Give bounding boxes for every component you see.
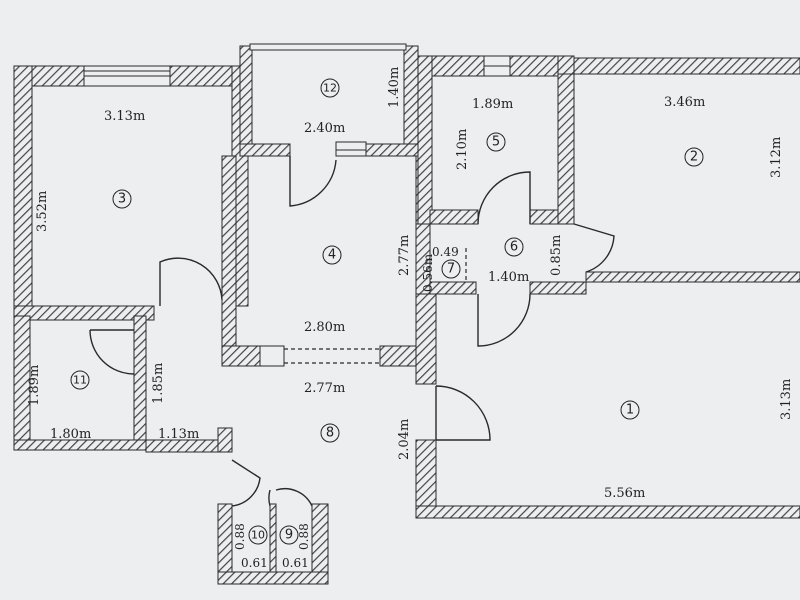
svg-text:0.88: 0.88 <box>233 523 247 550</box>
svg-text:1.80m: 1.80m <box>50 427 91 442</box>
svg-text:3.46m: 3.46m <box>664 95 705 110</box>
hall-width-label: 1.85m <box>151 363 166 404</box>
svg-text:0.49: 0.49 <box>432 245 459 259</box>
svg-text:11: 11 <box>73 374 87 387</box>
walls <box>13 45 800 585</box>
svg-text:1.40m: 1.40m <box>488 270 529 285</box>
room-9: 9 0.88 0.61 <box>279 523 311 570</box>
svg-text:10: 10 <box>251 529 265 542</box>
room-4: 4 2.80m 2.77m <box>304 235 412 335</box>
room-7: 7 0.49 0.56m <box>421 245 461 292</box>
svg-text:1.40m: 1.40m <box>387 67 402 108</box>
svg-text:5.56m: 5.56m <box>604 486 645 501</box>
svg-text:3: 3 <box>118 192 126 207</box>
svg-text:9: 9 <box>285 528 293 543</box>
svg-text:2.04m: 2.04m <box>397 419 412 460</box>
svg-text:2.80m: 2.80m <box>304 320 345 335</box>
room-5: 5 1.89m 2.10m <box>455 97 513 170</box>
svg-text:2.77m: 2.77m <box>304 381 345 396</box>
svg-text:0.85m: 0.85m <box>549 235 564 276</box>
svg-text:3.13m: 3.13m <box>104 109 145 124</box>
hall-dimensions: 1.85m 1.13m <box>151 363 199 442</box>
svg-text:0.56m: 0.56m <box>421 253 435 292</box>
svg-text:2.10m: 2.10m <box>455 129 470 170</box>
svg-text:0.61: 0.61 <box>282 556 309 570</box>
svg-text:3.12m: 3.12m <box>769 137 784 178</box>
room-2: 2 3.46m 3.12m <box>664 95 784 178</box>
svg-text:1: 1 <box>626 403 634 418</box>
svg-text:1.89m: 1.89m <box>472 97 513 112</box>
svg-text:6: 6 <box>510 240 518 255</box>
svg-text:3.52m: 3.52m <box>35 191 50 232</box>
svg-text:3.13m: 3.13m <box>779 379 794 420</box>
dashed-openings <box>284 248 467 364</box>
windows <box>83 43 511 367</box>
svg-text:0.88: 0.88 <box>297 523 311 550</box>
svg-text:8: 8 <box>326 426 334 441</box>
room-3: 3 3.13m 3.52m <box>35 109 145 232</box>
hall-bottom-label: 1.13m <box>158 427 199 442</box>
svg-text:5: 5 <box>492 135 500 150</box>
room-12: 12 2.40m 1.40m <box>304 67 402 136</box>
svg-text:0.61: 0.61 <box>241 556 268 570</box>
svg-text:2: 2 <box>690 150 698 165</box>
room-10: 10 0.88 0.61 <box>233 523 268 570</box>
svg-text:4: 4 <box>328 248 336 263</box>
svg-text:2.40m: 2.40m <box>304 121 345 136</box>
svg-text:2.77m: 2.77m <box>397 235 412 276</box>
svg-text:12: 12 <box>323 82 337 95</box>
room-11: 11 1.89m 1.80m <box>27 365 91 442</box>
room-8: 8 2.77m 2.04m <box>304 381 412 460</box>
svg-text:1.89m: 1.89m <box>27 365 42 406</box>
room-6: 6 1.40m 0.85m <box>488 235 564 285</box>
door-swings <box>89 156 615 507</box>
svg-text:7: 7 <box>447 262 455 277</box>
room-1: 1 5.56m 3.13m <box>604 379 794 501</box>
